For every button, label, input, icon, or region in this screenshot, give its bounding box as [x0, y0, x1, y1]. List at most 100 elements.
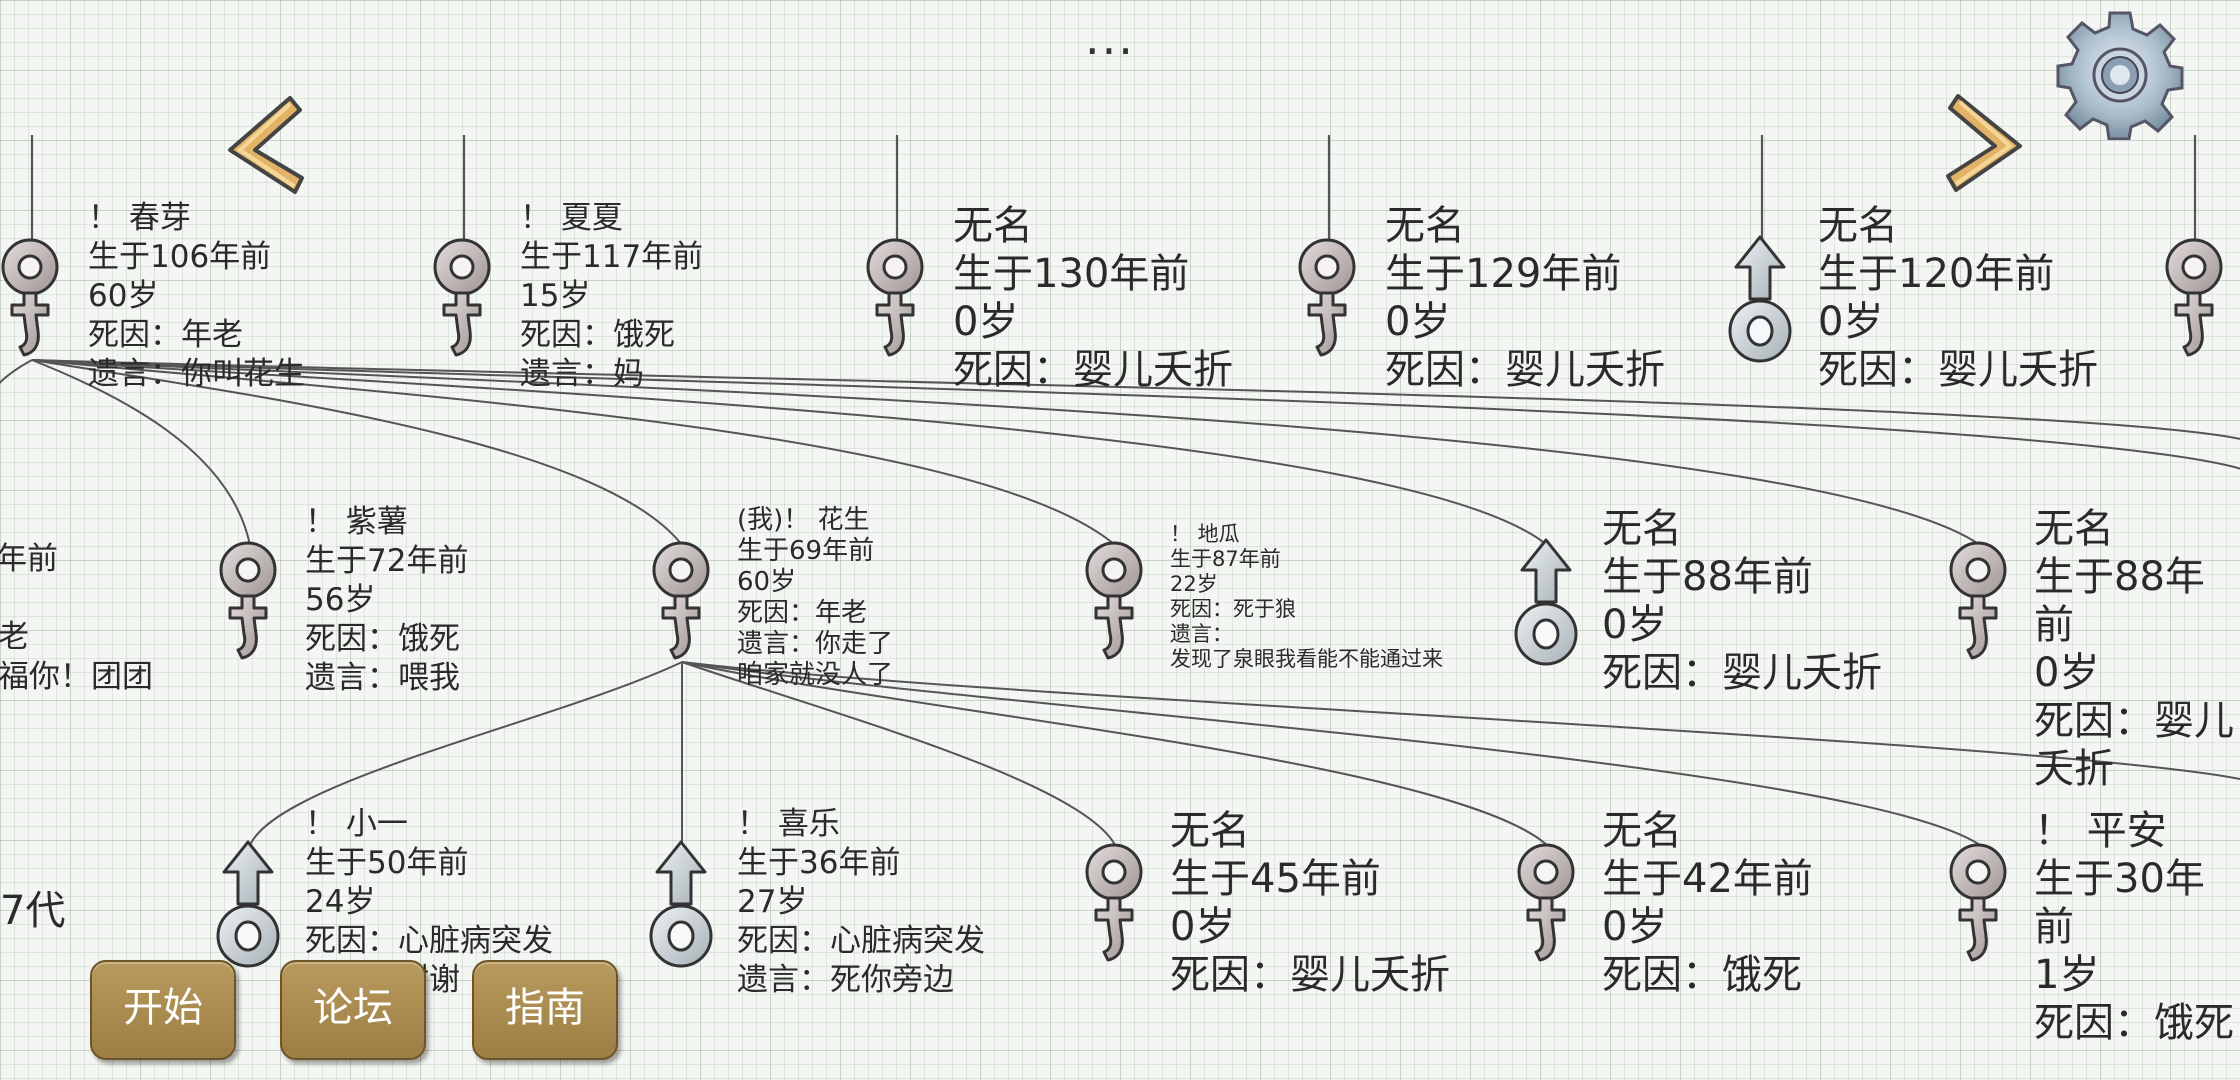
person-info-line: 0岁: [1818, 299, 1884, 345]
person-symbol-noname-f[interactable]: [1078, 840, 1150, 970]
person-info-line: 0岁: [1602, 904, 1668, 950]
partial-text-1: 年前: [0, 541, 58, 577]
person-symbol-noname-g[interactable]: [1510, 840, 1582, 970]
female-symbol-icon: [652, 541, 710, 660]
female-symbol-icon: [1, 238, 59, 357]
chevron-left-icon[interactable]: [210, 90, 310, 200]
chevron-right-icon[interactable]: [1940, 88, 2040, 198]
female-symbol-icon: [433, 238, 491, 357]
person-info-line: 无名: [1818, 203, 1898, 249]
tree-line: [0, 359, 33, 384]
person-symbol-noname-c[interactable]: [1724, 235, 1796, 365]
person-info-line: 0岁: [1602, 602, 1668, 648]
person-info-line: 遗言：你叫花生: [88, 356, 305, 392]
person-info-line: 生于69年前: [737, 536, 875, 566]
person-symbol-xiaoyi[interactable]: [212, 840, 284, 970]
person-info-line: 遗言：喂我: [305, 660, 460, 696]
person-info-line: ！ 夏夏: [520, 200, 623, 236]
person-symbol-zishu[interactable]: [212, 538, 284, 668]
person-info-line: 生于120年前: [1818, 251, 2055, 297]
person-info-line: 生于130年前: [953, 251, 1190, 297]
person-symbol-noname-b[interactable]: [1291, 235, 1363, 365]
gear-icon[interactable]: [2055, 10, 2185, 140]
female-symbol-icon: [1949, 541, 2007, 660]
person-info-line: 22岁: [1170, 572, 1218, 596]
person-info-line: 死因：婴儿夭折: [1170, 952, 1450, 998]
person-info-line: 遗言：死你旁边: [737, 962, 954, 998]
person-symbol-noname-e[interactable]: [1942, 538, 2014, 668]
person-info-line: 无名: [2034, 506, 2114, 552]
person-info-line: 60岁: [737, 567, 797, 597]
person-info-line: ！ 紫薯: [305, 504, 408, 540]
person-info-line: 死因：婴儿夭折: [2034, 698, 2234, 792]
person-info-line: 遗言：: [1170, 622, 1233, 646]
person-symbol-xiaxia[interactable]: [426, 235, 498, 365]
person-info-line: 生于106年前: [88, 239, 272, 275]
person-info-line: 0岁: [1170, 904, 1236, 950]
male-symbol-icon: [1728, 235, 1792, 363]
person-info-line: 遗言：你走了: [737, 629, 894, 659]
start-button[interactable]: 开始: [90, 960, 236, 1060]
person-info-line: 生于42年前: [1602, 856, 1813, 902]
person-info-line: 死因：婴儿夭折: [1602, 650, 1882, 696]
forum-button[interactable]: 论坛: [280, 960, 426, 1060]
person-info-line: 60岁: [88, 278, 159, 314]
person-info-line: 生于87年前: [1170, 547, 1281, 571]
male-symbol-icon: [1514, 538, 1578, 666]
guide-button[interactable]: 指南: [472, 960, 618, 1060]
person-info-line: 生于50年前: [305, 845, 469, 881]
female-symbol-icon: [2165, 238, 2223, 357]
person-info-line: 死因：饿死: [305, 621, 460, 657]
person-symbol-chunya[interactable]: [0, 235, 66, 365]
person-info-line: 15岁: [520, 278, 591, 314]
person-info-line: 0岁: [953, 299, 1019, 345]
person-info-line: 无名: [1602, 808, 1682, 854]
menu-dots-button[interactable]: ···: [1085, 24, 1135, 78]
person-info-line: 生于88年前: [1602, 554, 1813, 600]
person-symbol-noname-a[interactable]: [859, 235, 931, 365]
person-info-line: 遗言：妈: [520, 356, 644, 392]
person-info-line: 死因：年老: [88, 317, 243, 353]
female-symbol-icon: [1949, 843, 2007, 962]
person-symbol-huasheng[interactable]: [645, 538, 717, 668]
person-info-line: 无名: [953, 203, 1033, 249]
person-info-line: 死因：婴儿夭折: [953, 347, 1233, 393]
person-info-line: 生于36年前: [737, 845, 901, 881]
partial-text-3: 福你！团团: [0, 659, 153, 695]
person-symbol-pingan[interactable]: [1942, 840, 2014, 970]
person-info-line: 咱家就没人了: [737, 660, 894, 690]
person-info-line: 24岁: [305, 884, 376, 920]
person-info-line: 无名: [1170, 808, 1250, 854]
tree-line: [681, 661, 2240, 781]
person-info-line: 死因：饿死: [1602, 952, 1802, 998]
person-symbol-edge[interactable]: [2158, 235, 2230, 365]
person-info-line: 27岁: [737, 884, 808, 920]
person-info-line: 死因：饿死: [520, 317, 675, 353]
person-info-line: 生于45年前: [1170, 856, 1381, 902]
person-info-line: 0岁: [1385, 299, 1451, 345]
person-symbol-digua[interactable]: [1078, 538, 1150, 668]
male-symbol-icon: [216, 840, 280, 968]
person-info-line: 生于88年前: [2034, 554, 2205, 648]
person-symbol-noname-d[interactable]: [1510, 538, 1582, 668]
person-info-line: 无名: [1385, 203, 1465, 249]
person-info-line: 死因：婴儿夭折: [1818, 347, 2098, 393]
person-info-line: (我)！ 花生: [737, 505, 870, 535]
person-info-line: ！ 喜乐: [737, 806, 840, 842]
person-info-line: 生于129年前: [1385, 251, 1622, 297]
person-info-line: 生于117年前: [520, 239, 704, 275]
male-symbol-icon: [649, 840, 713, 968]
person-info-line: ！ 春芽: [88, 200, 191, 236]
person-symbol-xile[interactable]: [645, 840, 717, 970]
